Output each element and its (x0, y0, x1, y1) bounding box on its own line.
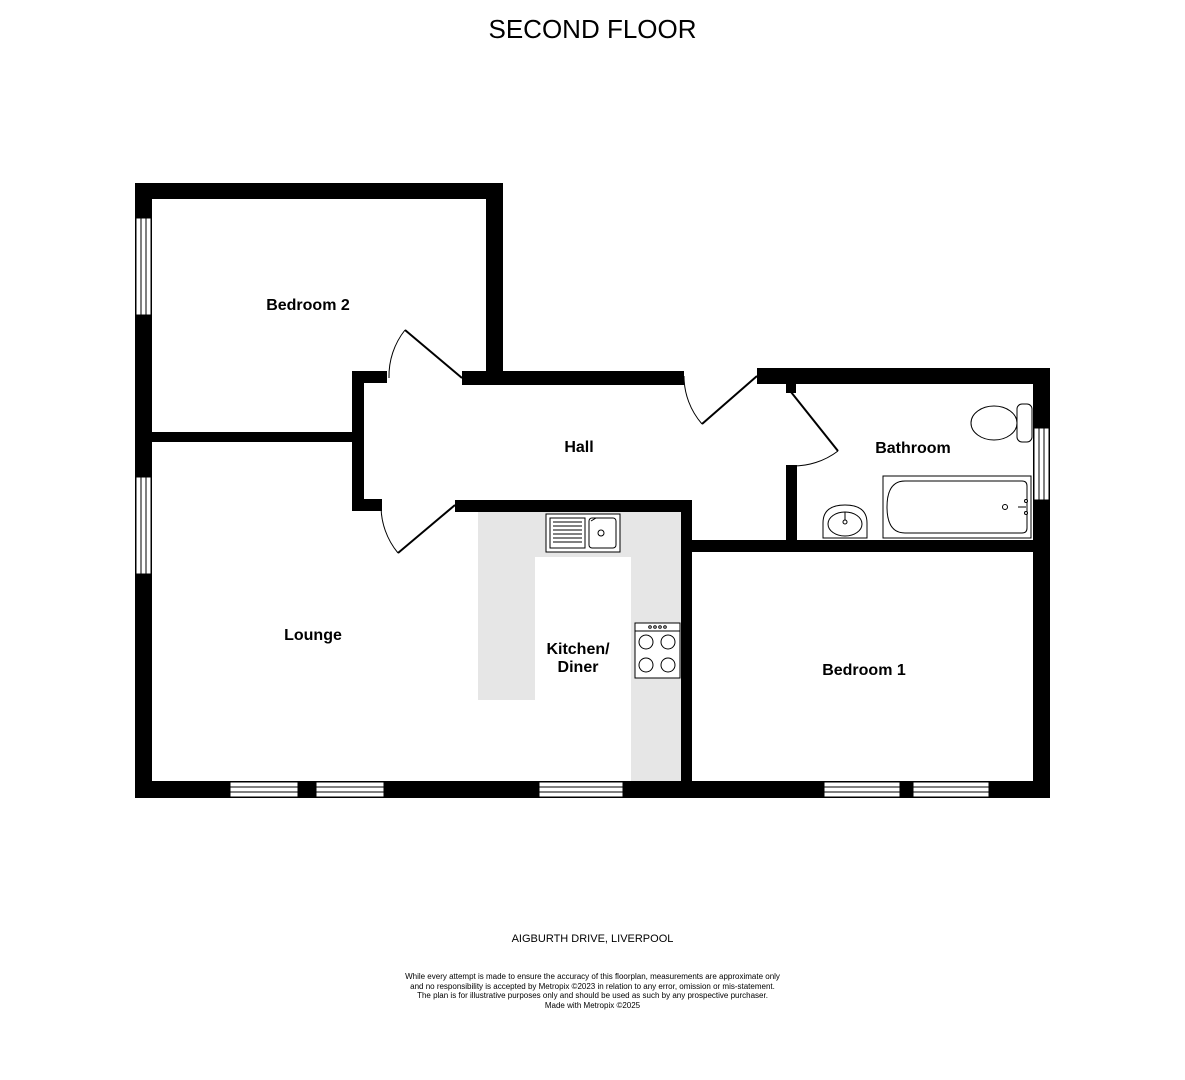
room-label-bedroom2: Bedroom 2 (266, 297, 350, 314)
bathtub-icon (882, 475, 1032, 539)
window-lounge-bottom-2 (315, 781, 385, 798)
disclaimer-line: The plan is for illustrative purposes on… (417, 991, 768, 1000)
wall-kitchen-bedroom1 (681, 500, 692, 798)
wall-hall-kitchen (455, 500, 692, 512)
wall-bathroom-left (786, 465, 797, 550)
door-hall-main (683, 375, 758, 425)
wall-bathroom-bedroom1 (692, 540, 1050, 552)
disclaimer-line: Made with Metropix ©2025 (544, 1000, 641, 1010)
toilet-icon (970, 403, 1033, 443)
wall-bathroom-top (757, 368, 1050, 384)
wall-bedroom2-top (135, 183, 503, 199)
room-label-hall: Hall (564, 439, 594, 456)
doors (380, 329, 839, 554)
hob-icon (634, 622, 681, 679)
disclaimer-line: While every attempt is made to ensure th… (405, 972, 780, 981)
door-bathroom (790, 391, 839, 467)
wall-bathroom-stub (786, 384, 796, 393)
floor-title: SECOND FLOOR (488, 14, 697, 44)
room-label-bedroom1: Bedroom 1 (822, 662, 906, 679)
property-address: AIGBURTH DRIVE, LIVERPOOL (511, 933, 674, 945)
fixtures (545, 403, 1033, 679)
window-kitchen-bottom (538, 781, 624, 798)
room-label-lounge: Lounge (284, 627, 342, 644)
window-lounge-left (135, 476, 152, 575)
window-bedroom1-bottom-2 (912, 781, 990, 798)
room-label-kitchen-line1: Kitchen/ (546, 641, 610, 658)
wall-hall-left (352, 371, 364, 511)
window-bedroom1-bottom-1 (823, 781, 901, 798)
room-label-kitchen-line2: Diner (557, 659, 599, 676)
wall-hall-top (462, 371, 684, 385)
wall-hall-left-bottom (352, 499, 382, 511)
window-lounge-bottom-1 (229, 781, 299, 798)
washbasin-icon (822, 504, 868, 539)
wall-bedroom2-lounge (135, 432, 352, 442)
room-label-bathroom: Bathroom (875, 440, 951, 457)
room-label-kitchen-diner: Kitchen/ Diner (528, 641, 628, 677)
kitchen-worktop-island (478, 557, 535, 700)
kitchen-sink-icon (545, 513, 621, 553)
door-bedroom2 (388, 329, 463, 379)
window-bedroom2-left (135, 217, 152, 316)
window-bathroom-right (1033, 427, 1050, 501)
disclaimer: While every attempt is made to ensure th… (0, 972, 1185, 1010)
door-lounge (380, 504, 456, 554)
wall-bedroom2-right (486, 183, 503, 383)
disclaimer-line: and no responsibility is accepted by Met… (410, 981, 775, 991)
windows (135, 217, 1050, 798)
